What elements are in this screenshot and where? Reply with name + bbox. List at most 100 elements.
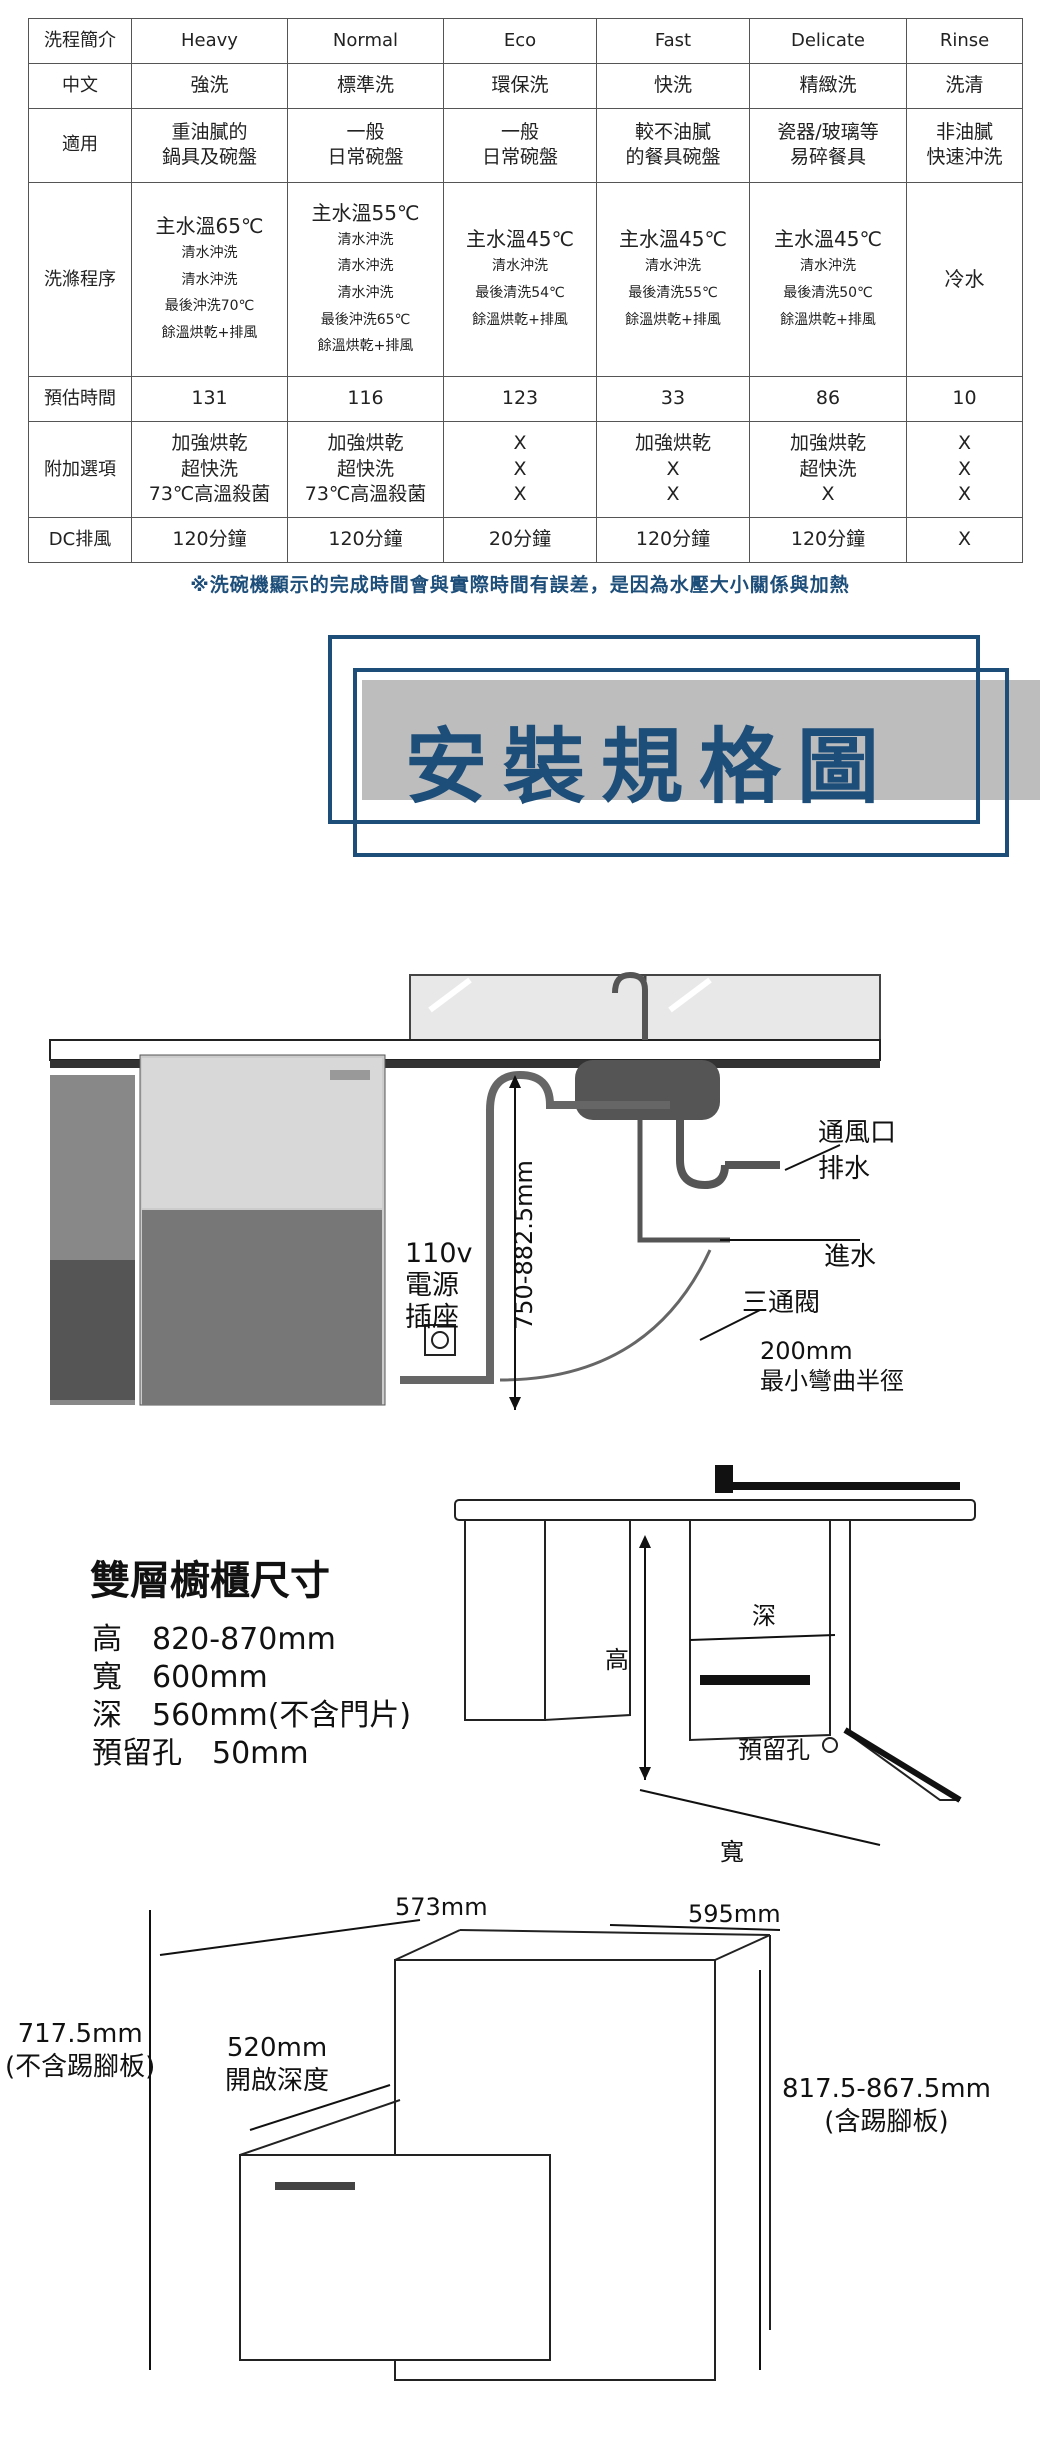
cell-line: X: [513, 483, 527, 506]
main-temperature: 主水溫45℃: [619, 227, 727, 252]
unit-depth-label: 573mm: [395, 1893, 488, 1921]
cell-line: 的餐具碗盤: [625, 146, 721, 169]
table-row: 適用重油膩的鍋具及碗盤一般日常碗盤一般日常碗盤較不油膩的餐具碗盤瓷器/玻璃等易碎…: [28, 107, 1023, 184]
wash-step: 餘溫烘乾+排風: [317, 338, 414, 355]
wash-step: 最後清洗50℃: [783, 285, 873, 302]
table-cell: 120分鐘: [596, 517, 750, 563]
drain-label: 排水: [818, 1154, 871, 1184]
table-header-cell: 洗程簡介: [28, 18, 132, 64]
wash-step: 清水沖洗: [337, 258, 394, 275]
main-temperature: 主水溫55℃: [311, 200, 420, 225]
row-label: 附加選項: [28, 421, 132, 519]
table-cell: 主水溫45℃ 清水沖洗最後清洗55℃ 餘溫烘乾+排風: [596, 182, 750, 378]
cell-line: 日常碗盤: [481, 146, 558, 169]
wash-step: 最後沖洗70℃: [164, 298, 255, 315]
row-label: 中文: [28, 62, 132, 109]
table-cell: 快洗: [596, 62, 750, 109]
cabinet-title: 雙層櫥櫃尺寸: [90, 1558, 330, 1604]
cell-line: 加強烘乾: [327, 432, 404, 455]
cell-line: 一般: [500, 120, 539, 143]
cell-line: 易碎餐具: [789, 146, 866, 169]
table-cell: 精緻洗: [749, 62, 907, 109]
cell-line: 快速沖洗: [926, 146, 1003, 169]
cell-line: X: [957, 483, 972, 506]
inlet-label: 進水: [824, 1242, 877, 1272]
wash-step: 清水沖洗: [181, 245, 238, 262]
table-header-cell: Eco: [443, 18, 597, 64]
cabinet-diagram: [454, 1465, 976, 1846]
table-cell: X: [906, 517, 1023, 563]
cell-line: 瓷器/玻璃等: [777, 120, 879, 143]
row-label: 適用: [28, 107, 132, 184]
table-cell: 123: [443, 376, 597, 423]
cell-line: 鍋具及碗盤: [161, 146, 257, 169]
table-cell: 環保洗: [443, 62, 597, 109]
cell-line: 一般: [346, 120, 385, 143]
wash-step: 清水沖洗: [645, 258, 701, 275]
wash-step: 清水沖洗: [181, 271, 238, 288]
cell-line: 重油膩的: [171, 120, 248, 143]
cell-line: X: [957, 432, 972, 455]
plumbing-diagram: [49, 971, 881, 1410]
table-cell: 33: [596, 376, 750, 423]
table-cell: 10: [906, 376, 1023, 423]
wash-step: 清水沖洗: [337, 231, 394, 248]
wash-step: 最後清洗54℃: [475, 285, 565, 302]
table-cell: 瓷器/玻璃等易碎餐具: [749, 107, 907, 184]
main-temperature: 主水溫45℃: [466, 227, 574, 252]
cell-line: X: [666, 457, 680, 480]
wash-step: 餘溫烘乾+排風: [161, 324, 258, 341]
wash-step: 最後清洗55℃: [628, 285, 718, 302]
cabinet-depth-label: 深: [752, 1602, 776, 1630]
cabinet-hole-label: 預留孔: [738, 1736, 810, 1764]
cell-line: 超快洗: [180, 457, 238, 480]
table-header-cell: Rinse: [906, 18, 1023, 64]
banner-title: 安裝規格圖: [404, 720, 895, 815]
wash-step: 餘溫烘乾+排風: [472, 311, 568, 328]
cabinet-width-label: 寬: [720, 1838, 744, 1866]
wash-step: 清水沖洗: [800, 258, 856, 275]
valve-label: 三通閥: [742, 1288, 821, 1318]
cell-line: 日常碗盤: [327, 146, 404, 169]
wash-step: 清水沖洗: [492, 258, 548, 275]
wash-step: 餘溫烘乾+排風: [625, 311, 721, 328]
table-header-cell: Delicate: [749, 18, 907, 64]
row-label: 洗滌程序: [28, 182, 132, 378]
table-cell: 86: [749, 376, 907, 423]
unit-width-label: 595mm: [688, 1900, 781, 1928]
unit-right-height-label: 817.5-867.5mm(含踢腳板): [782, 2074, 991, 2137]
table-cell: 主水溫45℃ 清水沖洗最後清洗54℃ 餘溫烘乾+排風: [443, 182, 597, 378]
cell-line: X: [513, 432, 527, 455]
table-cell: 116: [287, 376, 444, 423]
table-header-cell: Normal: [287, 18, 444, 64]
cell-line: 較不油膩: [634, 120, 711, 143]
table-row: 中文強洗標準洗環保洗快洗精緻洗洗清: [28, 62, 1023, 109]
row-label: DC排風: [28, 517, 132, 563]
main-temperature: 主水溫65℃: [155, 214, 264, 239]
cell-line: X: [513, 457, 527, 480]
table-cell: 120分鐘: [749, 517, 907, 563]
table-cell: 較不油膩的餐具碗盤: [596, 107, 750, 184]
unit-dimension-diagram: [149, 1910, 781, 2381]
note-text: ※洗碗機顯示的完成時間會與實際時間有誤差，是因為水壓大小關係與加熱: [190, 574, 850, 596]
cabinet-spec-width: 寬 600mm: [92, 1660, 268, 1695]
main-temperature: 主水溫45℃: [774, 227, 882, 252]
cabinet-spec-height: 高 820-870mm: [92, 1622, 336, 1657]
wash-step: 清水沖洗: [337, 285, 394, 302]
cell-line: 加強烘乾: [171, 432, 248, 455]
wash-step: 最後沖洗65℃: [320, 311, 411, 328]
row-label: 預估時間: [28, 376, 132, 423]
cell-line: 超快洗: [799, 457, 857, 480]
table-cell: 120分鐘: [131, 517, 288, 563]
